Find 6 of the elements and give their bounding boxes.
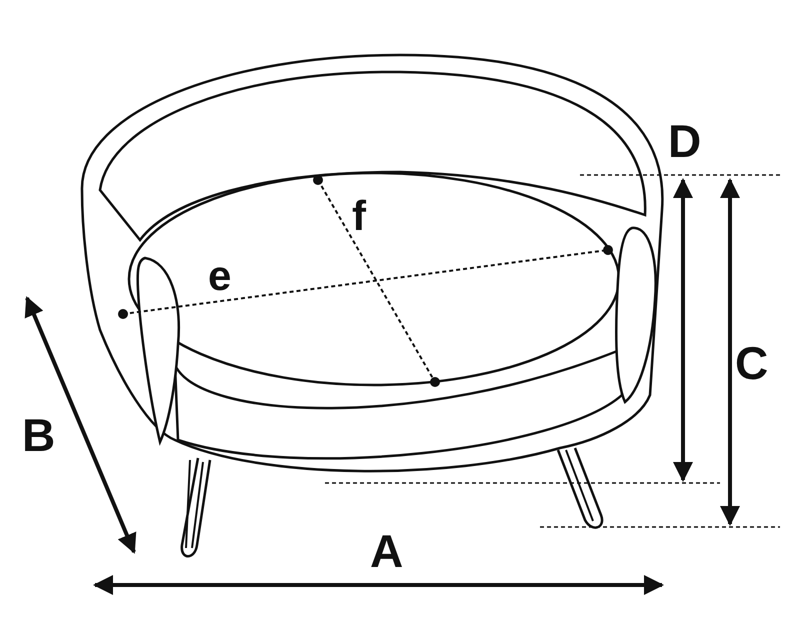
dimension-label: e bbox=[208, 255, 232, 297]
dimension-label: A bbox=[370, 528, 404, 574]
dimension-label: D bbox=[668, 118, 702, 164]
dimension-label: f bbox=[352, 195, 366, 237]
dimension-label: C bbox=[735, 340, 768, 386]
dimension-label: B bbox=[22, 412, 56, 458]
